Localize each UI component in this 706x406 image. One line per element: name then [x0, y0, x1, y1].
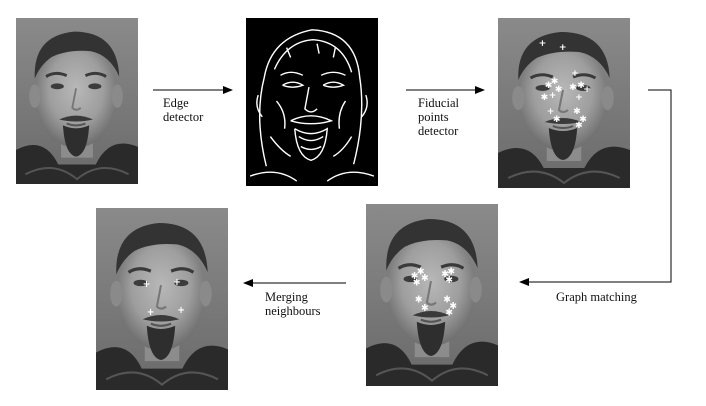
svg-text:+: + — [559, 43, 567, 53]
svg-text:+: + — [539, 39, 547, 49]
graph-matched-image: ✱✱✱✱ ✱✱✱ ✱✱ ✱✱✱ — [366, 204, 498, 386]
svg-text:✱: ✱ — [445, 307, 453, 318]
edge-map-image — [246, 18, 378, 186]
svg-text:✱: ✱ — [573, 107, 581, 117]
svg-text:+: + — [571, 69, 579, 79]
svg-text:✱: ✱ — [445, 275, 453, 286]
svg-text:+: + — [143, 279, 151, 290]
label-graph-matching: Graph matching — [556, 290, 637, 304]
svg-text:✱: ✱ — [551, 77, 559, 87]
svg-text:✱: ✱ — [441, 269, 449, 280]
svg-text:+: + — [575, 93, 583, 103]
svg-text:✱: ✱ — [575, 121, 583, 131]
svg-text:✱: ✱ — [443, 294, 451, 305]
svg-text:✱: ✱ — [553, 115, 561, 125]
svg-text:+: + — [547, 107, 555, 117]
label-edge-detector: Edge detector — [163, 96, 204, 124]
svg-text:✱: ✱ — [415, 294, 423, 305]
svg-text:✱: ✱ — [541, 93, 549, 103]
svg-text:✱: ✱ — [555, 85, 563, 95]
svg-text:✱: ✱ — [421, 273, 429, 284]
svg-text:+: + — [177, 305, 185, 316]
fiducial-points-image: ++ + ✱✱✱ ✱+ ✱✱+ + +✱ ✱✱✱ — [498, 18, 630, 188]
svg-text:✱: ✱ — [579, 115, 587, 125]
svg-text:✱: ✱ — [413, 277, 421, 288]
label-merging-neighbours: Merging neighbours — [265, 290, 321, 318]
label-fiducial-points-detector: Fiducial points detector — [418, 96, 459, 138]
svg-text:+: + — [549, 91, 557, 101]
svg-text:✱: ✱ — [411, 271, 419, 282]
final-result-image: + + + + — [96, 208, 228, 390]
svg-text:✱: ✱ — [449, 301, 457, 312]
svg-text:+: + — [173, 277, 181, 288]
svg-text:✱: ✱ — [417, 266, 425, 277]
svg-text:✱: ✱ — [577, 81, 585, 91]
svg-text:✱: ✱ — [545, 81, 553, 91]
arrow-graph — [519, 89, 672, 286]
svg-text:✱: ✱ — [421, 303, 429, 314]
svg-text:✱: ✱ — [569, 83, 577, 93]
svg-text:+: + — [147, 307, 155, 318]
svg-text:+: + — [583, 85, 591, 95]
svg-text:✱: ✱ — [447, 266, 455, 277]
